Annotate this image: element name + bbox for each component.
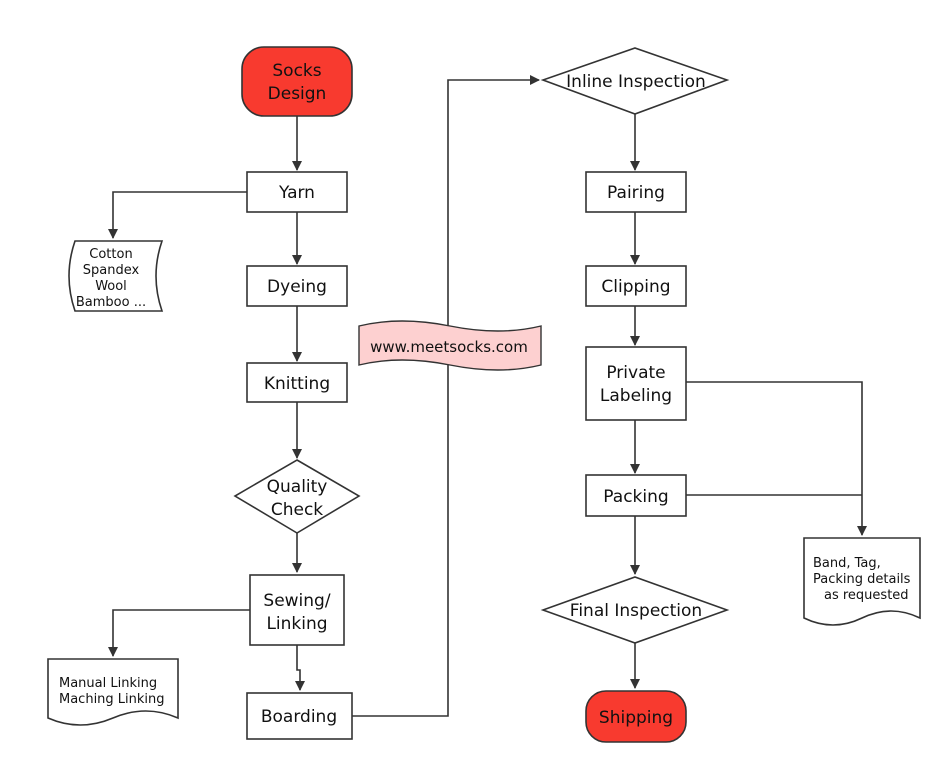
node-boarding: Boarding xyxy=(246,692,353,740)
socks-design-line2: Design xyxy=(268,84,327,104)
node-inline-inspection: Inline Inspection xyxy=(540,47,730,115)
dyeing-label: Dyeing xyxy=(267,277,327,297)
details-line3: as requested xyxy=(824,588,909,603)
node-clipping: Clipping xyxy=(585,265,687,307)
process-box xyxy=(246,265,348,307)
node-packing-details: Band, Tag, Packing details as requested xyxy=(803,537,921,626)
node-knitting: Knitting xyxy=(246,362,348,403)
document-shape xyxy=(47,658,179,726)
node-materials: Cotton Spandex Wool Bamboo ... xyxy=(68,240,164,312)
linking-manual: Manual Linking xyxy=(59,676,157,691)
details-line2: Packing details xyxy=(813,572,911,587)
document-shape xyxy=(803,537,921,626)
arrow-labeling-to-details xyxy=(686,381,867,536)
clipping-label: Clipping xyxy=(601,277,670,297)
final-inspection-label: Final Inspection xyxy=(570,601,702,621)
packing-label: Packing xyxy=(603,487,668,507)
connectors xyxy=(108,75,867,717)
private-labeling-line2: Labeling xyxy=(600,386,672,406)
details-line1: Band, Tag, xyxy=(813,556,881,571)
decision-diamond xyxy=(540,576,730,644)
inline-inspection-label: Inline Inspection xyxy=(566,72,706,92)
socks-design-line1: Socks xyxy=(272,61,321,81)
boarding-label: Boarding xyxy=(261,707,337,727)
process-box xyxy=(585,474,687,517)
process-box xyxy=(246,171,348,213)
sewing-line1: Sewing/ xyxy=(263,591,330,611)
node-dyeing: Dyeing xyxy=(246,265,348,307)
decision-diamond xyxy=(233,459,361,534)
website-url: www.meetsocks.com xyxy=(370,338,528,356)
banner-shape xyxy=(358,320,542,371)
node-yarn: Yarn xyxy=(246,171,348,213)
quality-check-line1: Quality xyxy=(267,477,328,497)
node-private-labeling: Private Labeling xyxy=(585,346,687,421)
quality-check-line2: Check xyxy=(271,500,323,520)
sewing-line2: Linking xyxy=(266,614,327,634)
material-cotton: Cotton xyxy=(89,247,132,262)
arrow-yarn-to-materials xyxy=(108,191,247,239)
stored-data-shape xyxy=(68,240,164,312)
node-sewing-linking: Sewing/ Linking xyxy=(249,574,345,646)
private-labeling-line1: Private xyxy=(606,363,665,383)
node-final-inspection: Final Inspection xyxy=(540,576,730,644)
process-box xyxy=(585,171,687,213)
node-quality-check: Quality Check xyxy=(233,459,361,534)
yarn-label: Yarn xyxy=(278,183,315,203)
process-box xyxy=(249,574,345,646)
node-shipping: Shipping xyxy=(585,690,687,743)
knitting-label: Knitting xyxy=(264,374,330,394)
process-box xyxy=(585,265,687,307)
pairing-label: Pairing xyxy=(607,183,665,203)
shipping-label: Shipping xyxy=(599,708,673,728)
material-wool: Wool xyxy=(95,279,127,294)
terminal-shape xyxy=(241,46,353,117)
process-box xyxy=(585,346,687,421)
material-bamboo: Bamboo ... xyxy=(76,295,146,310)
terminal-shape xyxy=(585,690,687,743)
node-packing: Packing xyxy=(585,474,687,517)
material-spandex: Spandex xyxy=(83,263,140,278)
decision-diamond xyxy=(540,47,730,115)
node-pairing: Pairing xyxy=(585,171,687,213)
arrow-boarding-to-inline xyxy=(352,75,540,717)
node-website-banner: www.meetsocks.com xyxy=(358,320,542,371)
process-box xyxy=(246,692,353,740)
linking-machine: Maching Linking xyxy=(59,692,165,707)
node-socks-design: Socks Design xyxy=(241,46,353,117)
arrow-sewing-to-boarding xyxy=(295,645,305,691)
process-box xyxy=(246,362,348,403)
node-linking-types: Manual Linking Maching Linking xyxy=(47,658,179,726)
arrow-sewing-to-linking-types xyxy=(108,609,250,657)
